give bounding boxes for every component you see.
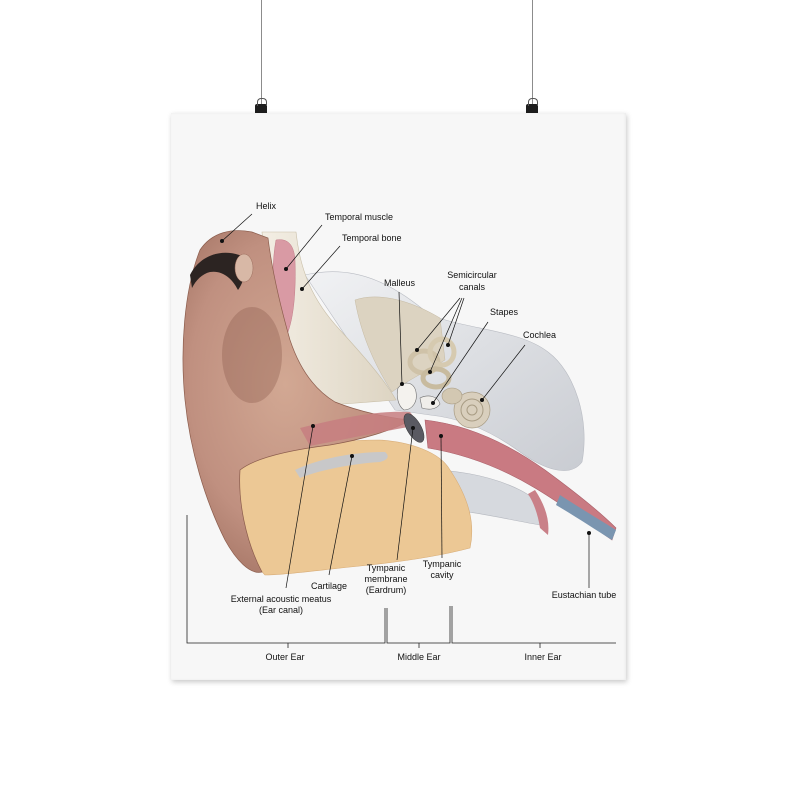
leader-lines (221, 213, 590, 589)
hanger-wire-left (261, 0, 262, 106)
cochlea-turn-2 (466, 404, 478, 416)
tragus (234, 253, 254, 283)
eustachian-tube-blue (556, 495, 616, 540)
label-semicircular-canals-2: canals (459, 282, 486, 292)
malleus-shape (396, 382, 417, 411)
region-label-middle-ear: Middle Ear (397, 652, 440, 662)
stapes-shape (419, 395, 441, 410)
vestibule (441, 387, 463, 405)
label-external-meatus-1: External acoustic meatus (231, 594, 332, 604)
label-temporal-bone: Temporal bone (342, 233, 402, 243)
ear-canal (300, 411, 420, 446)
mastoid-bone (354, 296, 446, 393)
label-helix: Helix (256, 201, 277, 211)
label-tympanic-membrane-2: membrane (364, 574, 407, 584)
region-label-outer-ear: Outer Ear (265, 652, 304, 662)
cochlea-turn-1 (460, 398, 484, 422)
hanger-wire-right (532, 0, 533, 106)
concha (222, 307, 282, 403)
label-semicircular-canals-1: Semicircular (447, 270, 497, 280)
label-temporal-muscle: Temporal muscle (325, 212, 393, 222)
leader-dots (220, 239, 591, 535)
semicircular-canal-c (420, 366, 452, 390)
label-stapes: Stapes (490, 307, 519, 317)
label-malleus: Malleus (384, 278, 416, 288)
label-external-meatus-2: (Ear canal) (259, 605, 303, 615)
helix-fold (190, 252, 245, 290)
cartilage-band (295, 452, 388, 478)
semicircular-canal-b (427, 336, 457, 368)
label-cartilage: Cartilage (311, 581, 347, 591)
region-brackets (186, 515, 616, 648)
label-tympanic-cavity-2: cavity (430, 570, 454, 580)
label-tympanic-membrane-3: (Eardrum) (366, 585, 407, 595)
eustachian-tube-inner (528, 490, 549, 535)
auricle (182, 230, 412, 573)
label-cochlea: Cochlea (523, 330, 556, 340)
label-tympanic-cavity-1: Tympanic (423, 559, 462, 569)
region-label-inner-ear: Inner Ear (524, 652, 561, 662)
label-tympanic-membrane-1: Tympanic (367, 563, 406, 573)
label-eustachian-tube: Eustachian tube (552, 590, 617, 600)
